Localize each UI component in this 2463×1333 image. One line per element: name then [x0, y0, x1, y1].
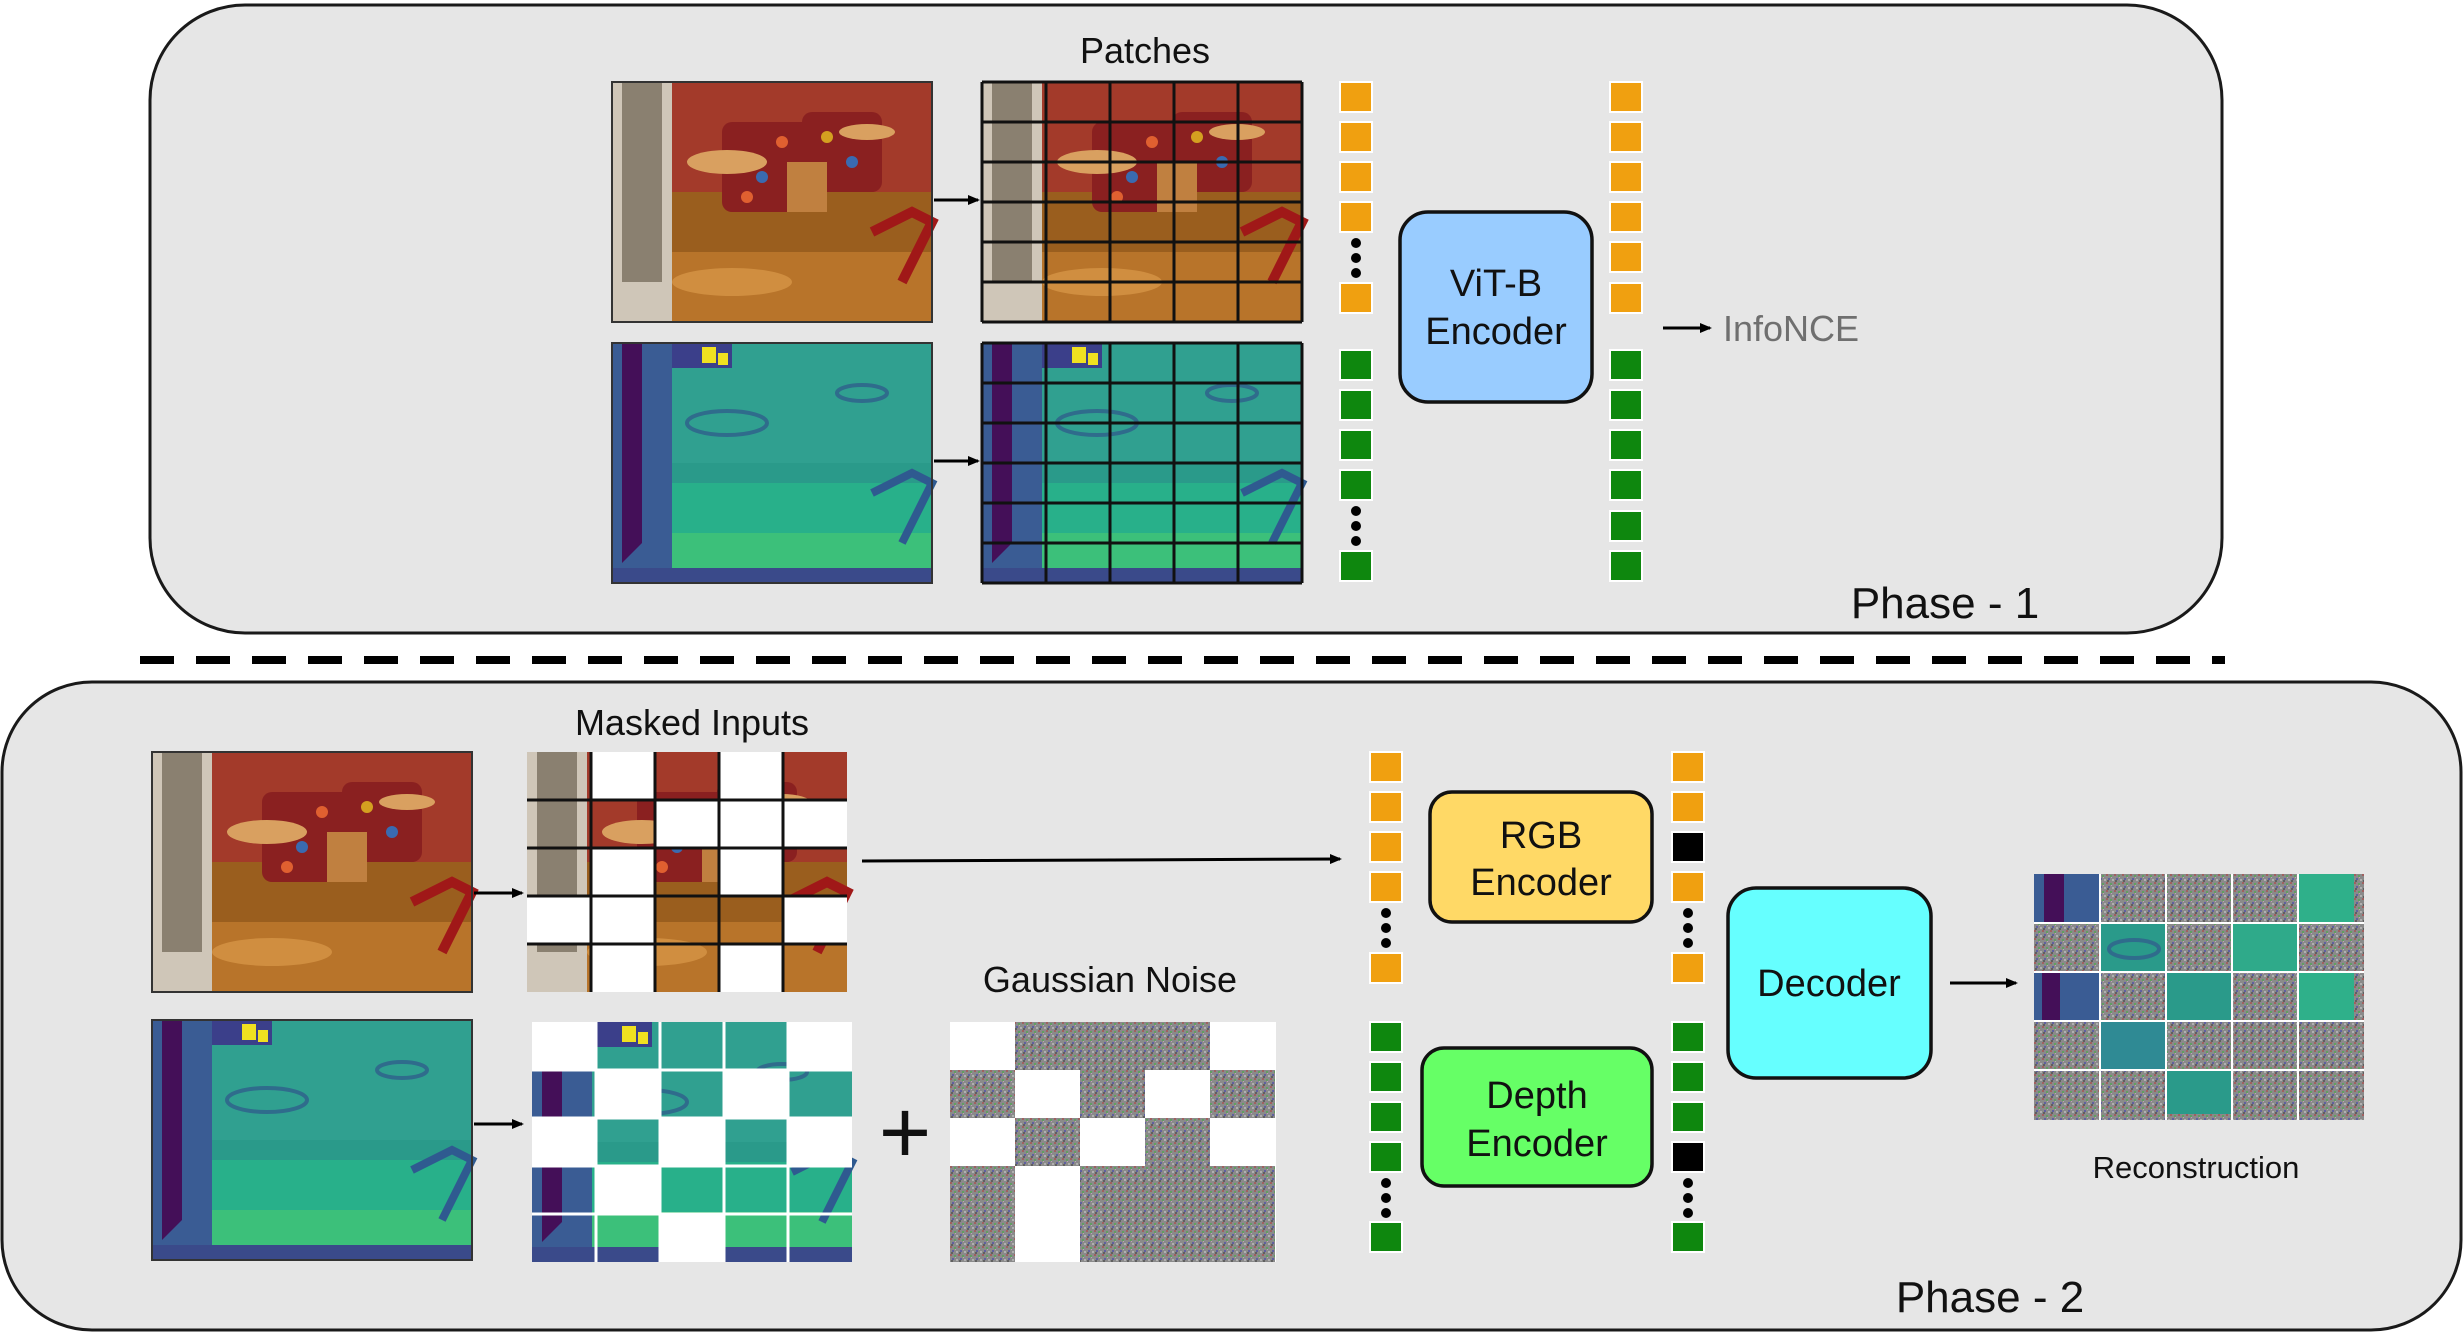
- phase2-masked-rgb-grid: [527, 752, 847, 992]
- vit-b-encoder-box: [1398, 210, 1594, 404]
- phase1-input-tokens-rgb: [1339, 81, 1373, 314]
- vit-encoder-label-line1: ViT-B: [1450, 263, 1542, 305]
- phase2-output-tokens-depth: [1671, 1021, 1705, 1253]
- vit-encoder-label-line2: Encoder: [1425, 311, 1567, 353]
- arrow-icon: [861, 854, 1342, 865]
- phase2-input-tokens-rgb: [1369, 751, 1403, 984]
- phase2-label: Phase - 2: [1896, 1273, 2084, 1322]
- phase1-output-tokens-rgb: [1609, 81, 1643, 314]
- rgb-encoder-label-line1: RGB: [1500, 815, 1582, 857]
- phase1-output-tokens-depth: [1609, 349, 1643, 582]
- phase2-masked-depth-grid: [532, 1022, 852, 1262]
- depth-encoder-label-line2: Encoder: [1466, 1123, 1608, 1165]
- reconstruction-label: Reconstruction: [2093, 1150, 2300, 1185]
- infonce-label: InfoNCE: [1723, 308, 1859, 349]
- phase1-input-tokens-depth: [1339, 349, 1373, 582]
- phase1-rgb-image: [612, 82, 932, 322]
- phase2-depth-image: [152, 1020, 472, 1260]
- depth-encoder-label-line1: Depth: [1486, 1075, 1587, 1117]
- phase1-rgb-patch-grid: [982, 82, 1302, 322]
- reconstruction-grid: [2034, 874, 2364, 1120]
- phase2-output-tokens-rgb: [1671, 751, 1705, 984]
- decoder-label: Decoder: [1757, 963, 1901, 1005]
- decoder-box: [1726, 886, 1933, 1080]
- rgb-encoder-box: [1428, 790, 1654, 924]
- patches-title: Patches: [1080, 30, 1210, 71]
- phase2-rgb-image: [152, 752, 472, 992]
- depth-encoder-box: [1420, 1046, 1654, 1188]
- masked-inputs-title: Masked Inputs: [575, 702, 809, 743]
- phase1-depth-patch-grid: [982, 343, 1302, 583]
- phase2-input-tokens-depth: [1369, 1021, 1403, 1253]
- gaussian-noise-title: Gaussian Noise: [983, 959, 1237, 1000]
- plus-icon: +: [879, 1083, 932, 1183]
- phase1-depth-image: [612, 343, 932, 583]
- phase1-label: Phase - 1: [1851, 579, 2039, 628]
- gaussian-noise-grid: [950, 1022, 1276, 1262]
- rgb-encoder-label-line2: Encoder: [1470, 862, 1612, 904]
